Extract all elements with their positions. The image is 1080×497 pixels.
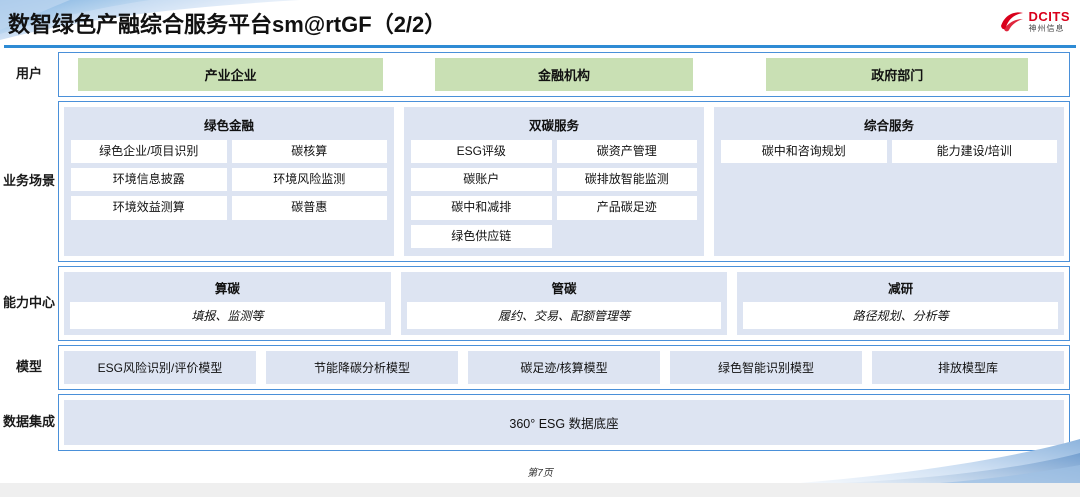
user-chip-financial[interactable]: 金融机构 xyxy=(434,58,693,91)
brand-logo: DCITS 神州信息 xyxy=(999,6,1071,36)
model-item[interactable]: 排放模型库 xyxy=(872,350,1064,384)
row-label-models: 模型 xyxy=(15,358,42,374)
capability-group-carbon-accounting: 算碳 填报、监测等 xyxy=(64,271,391,335)
user-cell: 政府部门 xyxy=(731,58,1064,91)
data-platform-item[interactable]: 360° ESG 数据底座 xyxy=(64,399,1064,445)
group-title: 综合服务 xyxy=(863,119,914,133)
architecture-diagram: 用户 产业企业 金融机构 政府部门 业务场景 xyxy=(0,52,1080,455)
user-chip-industry[interactable]: 产业企业 xyxy=(78,58,384,91)
logo-text-en: DCITS xyxy=(1028,8,1070,24)
business-group-comprehensive: 综合服务 碳中和咨询规划 能力建设/培训 xyxy=(714,107,1064,256)
row-box-business-scenario: 绿色金融 绿色企业/项目识别 碳核算 环境信息披露 环境风险监测 环境效益测算 … xyxy=(58,101,1070,262)
row-data-integration: 数据集成 360° ESG 数据底座 xyxy=(0,393,1080,451)
user-cell: 金融机构 xyxy=(397,58,730,91)
scenario-item[interactable]: 碳账户 xyxy=(411,168,552,192)
model-item[interactable]: 绿色智能识别模型 xyxy=(670,350,862,384)
row-users: 用户 产业企业 金融机构 政府部门 xyxy=(0,52,1080,97)
capability-title: 减研 xyxy=(888,281,914,296)
row-capability-center: 能力中心 算碳 填报、监测等 管碳 履约、交易、配额管理等 减研 路径规划、分析… xyxy=(0,265,1080,341)
scenario-item[interactable]: 绿色供应链 xyxy=(411,224,552,248)
scenario-item[interactable]: 环境风险监测 xyxy=(231,168,387,192)
row-label-users: 用户 xyxy=(15,66,42,82)
capability-title: 算碳 xyxy=(214,281,240,296)
user-cell: 产业企业 xyxy=(64,58,397,91)
model-item[interactable]: 碳足迹/核算模型 xyxy=(468,350,660,384)
capability-group-reduction-research: 减研 路径规划、分析等 xyxy=(737,271,1065,335)
scenario-item[interactable]: 环境信息披露 xyxy=(71,168,227,192)
capability-subtitle[interactable]: 填报、监测等 xyxy=(70,301,385,329)
footer-strip xyxy=(0,483,1080,497)
scenario-item[interactable]: 产品碳足迹 xyxy=(556,196,697,220)
row-box-data-integration: 360° ESG 数据底座 xyxy=(58,393,1070,451)
scenario-item-placeholder xyxy=(557,225,698,248)
capability-subtitle[interactable]: 路径规划、分析等 xyxy=(743,301,1059,329)
scenario-item[interactable]: ESG评级 xyxy=(411,140,552,164)
scenario-item[interactable]: 碳中和咨询规划 xyxy=(721,140,887,164)
user-chip-government[interactable]: 政府部门 xyxy=(766,58,1029,91)
group-title: 绿色金融 xyxy=(203,119,254,133)
scenario-item[interactable]: 能力建设/培训 xyxy=(891,140,1057,164)
business-group-dual-carbon: 双碳服务 ESG评级 碳资产管理 碳账户 碳排放智能监测 碳中和减排 产品碳足迹… xyxy=(404,107,704,256)
dcits-swirl-icon xyxy=(999,10,1025,32)
row-box-models: ESG风险识别/评价模型 节能降碳分析模型 碳足迹/核算模型 绿色智能识别模型 … xyxy=(58,344,1070,390)
row-models: 模型 ESG风险识别/评价模型 节能降碳分析模型 碳足迹/核算模型 绿色智能识别… xyxy=(0,344,1080,390)
scenario-item[interactable]: 环境效益测算 xyxy=(71,196,227,220)
row-business-scenario: 业务场景 绿色金融 绿色企业/项目识别 碳核算 环境信息披露 环境风险监测 环境… xyxy=(0,101,1080,262)
scenario-item[interactable]: 绿色企业/项目识别 xyxy=(71,140,227,164)
page-title: 数智绿色产融综合服务平台sm@rtGF（2/2） xyxy=(8,12,447,37)
model-item[interactable]: ESG风险识别/评价模型 xyxy=(64,350,256,384)
row-box-users: 产业企业 金融机构 政府部门 xyxy=(58,52,1070,97)
capability-group-carbon-management: 管碳 履约、交易、配额管理等 xyxy=(400,271,728,335)
scenario-item[interactable]: 碳核算 xyxy=(231,140,387,164)
row-label-business-scenario: 业务场景 xyxy=(2,172,55,188)
logo-text-cn: 神州信息 xyxy=(1028,23,1065,33)
scenario-item[interactable]: 碳排放智能监测 xyxy=(556,168,697,192)
scenario-item[interactable]: 碳普惠 xyxy=(231,196,387,220)
row-box-capability-center: 算碳 填报、监测等 管碳 履约、交易、配额管理等 减研 路径规划、分析等 xyxy=(58,265,1070,341)
header-divider xyxy=(4,45,1076,48)
capability-subtitle[interactable]: 履约、交易、配额管理等 xyxy=(406,301,722,329)
row-label-data-integration: 数据集成 xyxy=(2,413,55,429)
slide-header: 数智绿色产融综合服务平台sm@rtGF（2/2） DCITS 神州信息 xyxy=(0,0,1080,50)
scenario-item[interactable]: 碳中和减排 xyxy=(411,196,552,220)
capability-title: 管碳 xyxy=(551,281,577,296)
page-number: 第7页 xyxy=(527,468,553,479)
business-group-green-finance: 绿色金融 绿色企业/项目识别 碳核算 环境信息披露 环境风险监测 环境效益测算 … xyxy=(64,107,394,256)
group-title: 双碳服务 xyxy=(528,119,579,133)
model-item[interactable]: 节能降碳分析模型 xyxy=(266,350,458,384)
scenario-item[interactable]: 碳资产管理 xyxy=(556,140,697,164)
row-label-capability-center: 能力中心 xyxy=(2,294,55,310)
